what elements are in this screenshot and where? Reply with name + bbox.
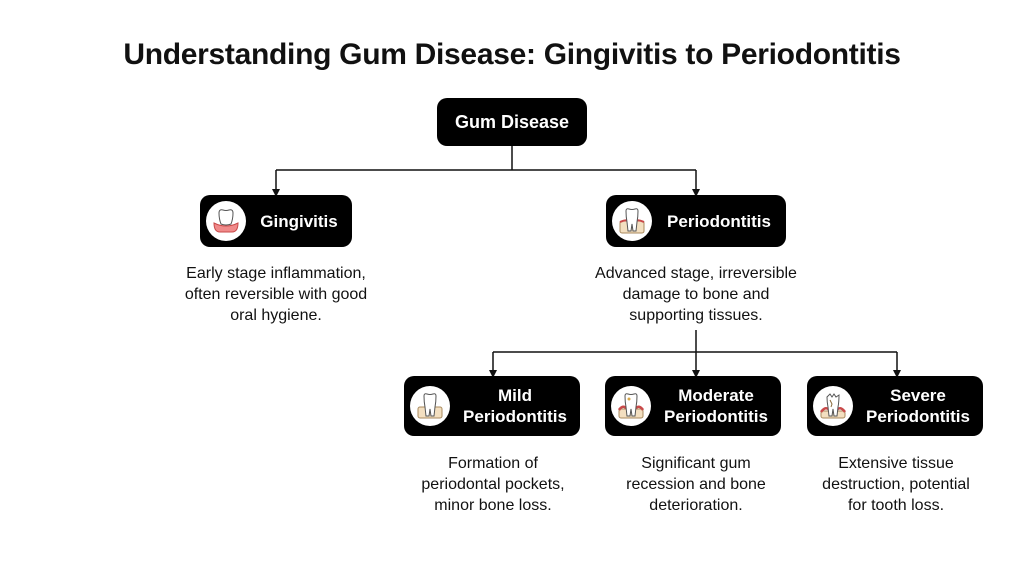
severe-label-line1: Severe [890, 386, 946, 405]
gingivitis-description: Early stage inflammation, often reversib… [184, 265, 368, 324]
gum-disease-label: Gum Disease [454, 111, 570, 132]
severe-description: Extensive tissue destruction, potential … [822, 455, 970, 514]
mild-label-line1: Mild [498, 386, 532, 405]
gum-disease-node: Gum Disease [437, 98, 587, 146]
periodontitis-label: Periodontitis [667, 211, 771, 231]
periodontitis-node: Periodontitis [606, 195, 786, 247]
periodontitis-description: Advanced stage, irreversible damage to b… [595, 265, 797, 324]
moderate-description: Significant gum recession and bone deter… [626, 455, 766, 514]
moderate-label-line1: Moderate [678, 386, 754, 405]
tooth-pocket-icon [410, 386, 450, 426]
mild-periodontitis-node: Mild Periodontitis [404, 376, 580, 436]
tooth-with-bone-loss-icon [612, 201, 652, 241]
damaged-tooth-icon [813, 386, 853, 426]
moderate-label-line2: Periodontitis [664, 407, 768, 426]
mild-label-line2: Periodontitis [463, 407, 567, 426]
inflamed-gum-tooth-icon [206, 201, 246, 241]
mild-description: Formation of periodontal pockets, minor … [421, 455, 565, 514]
gingivitis-node: Gingivitis [200, 195, 352, 247]
severe-periodontitis-node: Severe Periodontitis [807, 376, 983, 436]
severe-label-line2: Periodontitis [866, 407, 970, 426]
receding-gum-tooth-icon [611, 386, 651, 426]
gingivitis-label: Gingivitis [260, 211, 338, 231]
diagram-title: Understanding Gum Disease: Gingivitis to… [123, 38, 901, 71]
moderate-periodontitis-node: Moderate Periodontitis [605, 376, 781, 436]
